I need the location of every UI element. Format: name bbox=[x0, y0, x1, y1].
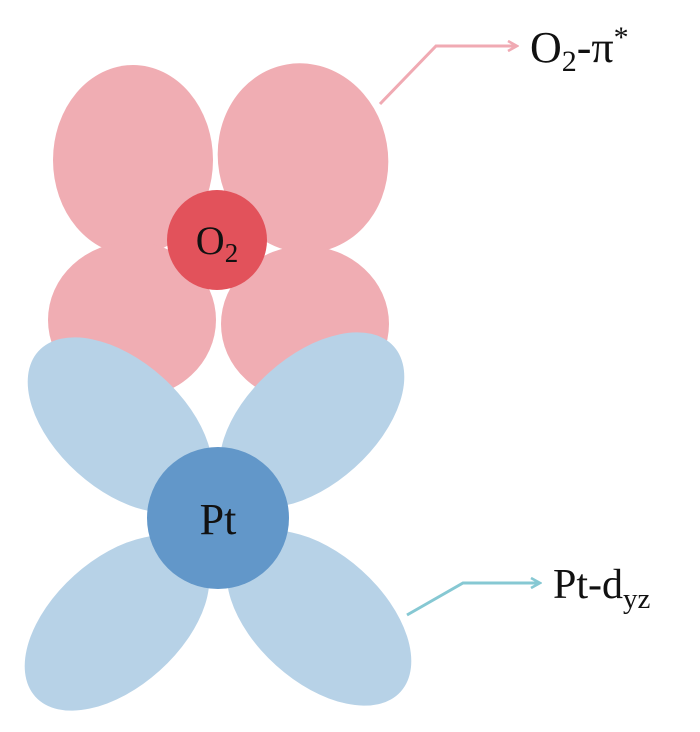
pt-dyz-orbital bbox=[24, 332, 412, 711]
o2-pi-star-label: O2-π* bbox=[530, 21, 629, 78]
o2-atom-circle bbox=[167, 190, 267, 290]
pt-lobe-bottom-left bbox=[24, 535, 210, 711]
pt-lobe-bottom-right bbox=[226, 530, 412, 706]
o2-atom: O2 bbox=[167, 190, 267, 290]
pt-dyz-arrow bbox=[406, 583, 540, 617]
o2-lobe-top-left bbox=[53, 65, 213, 255]
o2-atom-label: O2 bbox=[196, 218, 238, 268]
pt-atom-circle bbox=[147, 447, 289, 589]
pt-dyz-label: Pt-dyz bbox=[553, 562, 651, 615]
pt-atom-label: Pt bbox=[200, 495, 237, 544]
o2-pi-star-arrow bbox=[378, 46, 517, 106]
pt-lobe-top-right bbox=[219, 332, 405, 508]
pt-atom: Pt bbox=[147, 447, 289, 589]
o2-lobe-top-right bbox=[217, 63, 389, 253]
pt-lobe-top-left bbox=[27, 337, 213, 513]
